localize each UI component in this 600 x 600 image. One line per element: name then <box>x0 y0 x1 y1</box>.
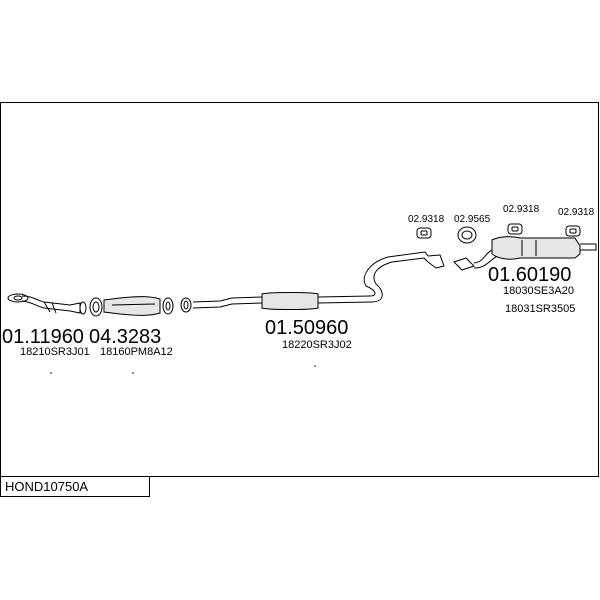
front-pipe-tube <box>21 295 71 314</box>
catalyst-outlet-flange <box>162 297 174 315</box>
hanger-1-number: 02.9318 <box>408 214 445 225</box>
dot-2 <box>132 372 134 374</box>
front-pipe-ref: 18210SR3J01 <box>20 346 90 358</box>
rear-silencer-ref-1: 18030SE3A20 <box>503 285 574 297</box>
front-pipe-gasket <box>79 301 87 315</box>
center-pipe-rear-lower <box>317 257 429 304</box>
ring-number: 02.9565 <box>454 214 491 225</box>
gasket-drawing <box>180 297 192 313</box>
gasket-outer <box>180 297 192 313</box>
diagram-code-box: HOND10750A <box>0 477 150 497</box>
diagram-code: HOND10750A <box>5 479 89 494</box>
dot-1 <box>50 372 52 374</box>
front-pipe-drawing <box>7 293 87 315</box>
dot-3 <box>314 365 316 367</box>
center-pipe-silencer <box>261 292 319 310</box>
catalyst-inlet-flange <box>89 297 103 317</box>
rear-silencer-tailpipe <box>580 243 597 251</box>
catalyst-number: 04.3283 <box>89 326 161 348</box>
front-pipe-flange <box>7 293 29 303</box>
rear-silencer-ref-2: 18031SR3505 <box>505 303 575 315</box>
center-pipe-tube-upper <box>192 296 263 303</box>
hanger-3-hole <box>569 228 577 234</box>
catalyst-body-shade <box>111 303 156 306</box>
hanger-3-number: 02.9318 <box>558 207 595 218</box>
catalyst-body <box>103 296 161 316</box>
center-pipe-ref: 18220SR3J02 <box>282 339 352 351</box>
center-pipe-tube-lower <box>192 302 263 309</box>
rear-silencer-detail <box>521 240 537 256</box>
rear-silencer-number: 01.60190 <box>488 264 571 286</box>
gasket-inner <box>183 300 189 310</box>
rear-silencer-inlet-flange <box>453 257 475 271</box>
rear-silencer-drawing <box>453 236 597 271</box>
catalyst-drawing <box>89 296 174 317</box>
center-pipe-end-flange <box>427 254 445 269</box>
catalyst-ref: 18160PM8A12 <box>100 346 173 358</box>
catalyst-outlet-ring <box>165 301 171 311</box>
hanger-2-number: 02.9318 <box>503 204 540 215</box>
center-pipe-number: 01.50960 <box>265 317 348 339</box>
drawing-frame <box>0 102 599 477</box>
hanger-1-hole <box>420 230 428 236</box>
center-pipe-rear-upper <box>317 251 429 298</box>
front-pipe-flange-inner <box>13 295 23 301</box>
catalyst-inlet-ring <box>92 301 100 313</box>
hanger-2-hole <box>511 226 519 232</box>
front-pipe-number: 01.11960 <box>2 326 84 348</box>
front-pipe-outlet <box>69 302 81 314</box>
clips-drawing <box>416 223 581 244</box>
ring-hole <box>461 230 473 240</box>
center-pipe-drawing <box>192 251 445 310</box>
